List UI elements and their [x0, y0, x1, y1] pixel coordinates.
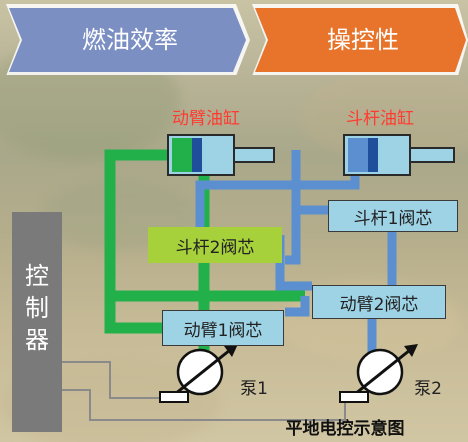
- control-wire-pump2: [60, 389, 346, 421]
- tab-fuel-efficiency[interactable]: 燃油效率: [82, 26, 178, 54]
- pump2-symbol: [339, 344, 418, 403]
- banner: [6, 4, 468, 75]
- stick2-valve: 斗杆2阀芯: [148, 227, 282, 263]
- tab-fuel-efficiency-bg: [9, 8, 246, 72]
- pump1-label: 泵1: [240, 379, 268, 399]
- tab-handling-bg: [255, 8, 466, 72]
- controller-label: 控 制 器: [25, 262, 49, 354]
- controller-box: [12, 212, 62, 432]
- boom-cylinder-label: 动臂油缸: [172, 109, 240, 129]
- green-line-left: [104, 149, 174, 334]
- blue-line-branch: [285, 205, 301, 265]
- boom1-valve: 动臂1阀芯: [162, 310, 284, 346]
- control-wire-pump1: [60, 361, 160, 399]
- pump2-label: 泵2: [414, 379, 442, 399]
- stick-cylinder-label: 斗杆油缸: [346, 109, 414, 129]
- tab-handling[interactable]: 操控性: [327, 26, 399, 54]
- blue-line-stick-cyl: [195, 170, 360, 230]
- pump1-symbol: [159, 344, 238, 403]
- diagram-caption: 平地电控示意图: [285, 419, 405, 439]
- boom-cylinder: [167, 134, 275, 176]
- blue-line-boom2-boom1: [285, 296, 310, 317]
- stick-cylinder: [343, 134, 455, 176]
- stick1-valve: 斗杆1阀芯: [328, 200, 458, 232]
- boom2-valve: 动臂2阀芯: [312, 285, 446, 319]
